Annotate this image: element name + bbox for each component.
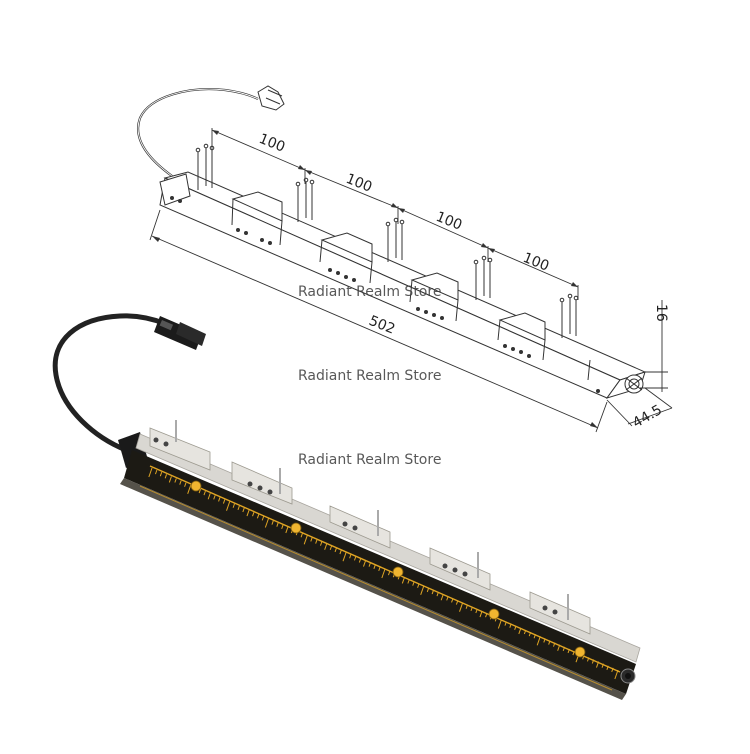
drawing-end-connector (624, 374, 644, 394)
scale-tick (310, 537, 313, 542)
drawing-top-connector (257, 85, 285, 111)
photo-end-connector (620, 668, 636, 684)
scale-tick (226, 501, 231, 511)
dimension-pitch-lines (211, 128, 579, 300)
scale-tick (246, 509, 250, 517)
scale-tick (198, 488, 202, 494)
dim-label-pitch-3: 100 (434, 209, 465, 234)
scale-tick (363, 560, 367, 567)
scale-tick (179, 480, 182, 485)
technical-drawing (137, 85, 673, 433)
scale-tick (358, 558, 362, 563)
watermark-3: Radiant Realm Store (298, 452, 442, 468)
photo-connector (154, 316, 206, 350)
scale-tick (303, 535, 308, 545)
dim-label-pitch-1: 100 (257, 131, 288, 156)
scale-tick (207, 493, 211, 500)
scale-tick (218, 497, 221, 502)
scale-tick (264, 518, 269, 528)
scale-tick (252, 512, 255, 517)
scale-tick (334, 547, 337, 553)
scale-tick (349, 554, 352, 559)
scale-tick (222, 499, 226, 504)
scale-tick (320, 541, 323, 546)
scale-tick (261, 516, 265, 521)
scale-tick (300, 533, 303, 538)
scale-tick (213, 495, 216, 500)
scale-tick (242, 507, 245, 513)
scale-tick (440, 594, 444, 601)
scale-tick (232, 503, 235, 508)
watermark-1: Radiant Realm Store (298, 284, 442, 300)
scale-tick (339, 549, 342, 555)
scale-tick (159, 472, 163, 477)
scale-tick (342, 552, 347, 562)
dimension-width-line (606, 387, 673, 427)
photo-cable (52, 313, 169, 453)
scale-tick (203, 490, 206, 496)
scale-tick (276, 522, 279, 527)
scale-tick (285, 526, 289, 534)
scale-tick (420, 585, 425, 595)
scale-tick (401, 577, 405, 584)
scale-tick (168, 476, 172, 483)
scale-tick (536, 636, 541, 646)
scale-tick (378, 566, 381, 572)
scale-tick (459, 602, 464, 612)
scale-tick (184, 482, 187, 487)
drawing-bar-body (159, 143, 647, 399)
scale-tick (354, 556, 357, 561)
product-photo (52, 313, 641, 700)
scale-tick (237, 505, 240, 511)
scale-tick (281, 524, 284, 529)
scale-tick (315, 539, 318, 544)
dim-label-overall: 502 (367, 313, 398, 338)
scale-tick (271, 520, 274, 525)
scale-tick (329, 545, 333, 551)
dimension-overall-line (149, 209, 608, 433)
watermark-2: Radiant Realm Store (298, 368, 442, 384)
photo-top-frame (135, 433, 641, 663)
dim-label-height: 16 (653, 304, 669, 322)
scale-tick (497, 619, 502, 629)
scale-tick (373, 564, 376, 569)
scale-tick (187, 484, 192, 494)
scale-tick (164, 474, 168, 479)
dim-label-width: 44.5 (630, 402, 665, 431)
dim-label-pitch-4: 100 (521, 250, 552, 275)
scale-tick (148, 467, 153, 478)
scale-tick (154, 469, 158, 475)
scale-tick (324, 543, 328, 550)
scale-tick (368, 562, 371, 567)
dimension-height-line (640, 300, 668, 392)
scale-tick (256, 514, 260, 519)
scale-tick (174, 478, 177, 483)
scale-tick (381, 568, 386, 579)
